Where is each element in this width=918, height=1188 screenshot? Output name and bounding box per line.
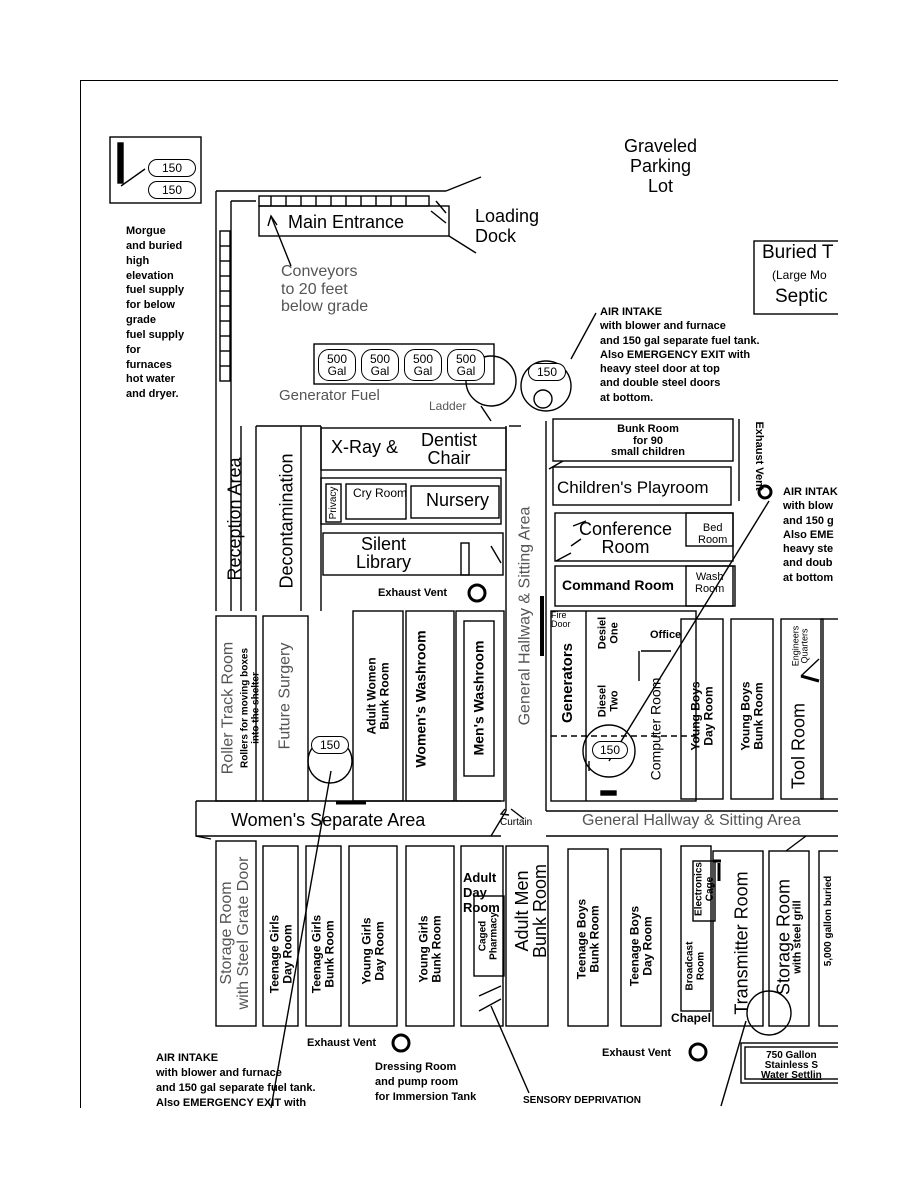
- generator-fuel-label: Generator Fuel: [279, 387, 380, 404]
- exhaust-vent-label-1: Exhaust Vent: [378, 587, 448, 599]
- general-hallway-vertical-label: General Hallway & Sitting Area: [516, 506, 534, 726]
- command-room-label: Command Room: [562, 577, 674, 593]
- reception-area-label: Reception Area: [224, 457, 245, 581]
- tool-room-label: Tool Room: [788, 702, 809, 790]
- floor-plan-walls: [109, 136, 838, 1108]
- generator-tank: 150: [592, 741, 628, 759]
- morgue-box: [109, 136, 202, 204]
- sensory-deprivation-label: SENSORY DEPRIVATION: [523, 1095, 641, 1106]
- morgue-door: [117, 142, 124, 184]
- ladder-label: Ladder: [429, 399, 467, 413]
- womens-separate-area-label: Women's Separate Area: [231, 810, 426, 830]
- cry-room-label: Cry Room: [353, 486, 408, 500]
- childrens-playroom-label: Children's Playroom: [557, 478, 709, 497]
- large-mo-label: (Large Mo: [772, 268, 827, 282]
- buried-label: Buried T: [762, 242, 834, 263]
- office-label: Office: [650, 629, 682, 641]
- generators-label: Generators: [559, 642, 577, 724]
- chapel-label: Chapel: [671, 1011, 712, 1025]
- privacy-label: Privacy: [327, 486, 339, 520]
- general-hallway-horizontal-label: General Hallway & Sitting Area: [582, 812, 801, 829]
- nursery-label: Nursery: [426, 490, 490, 510]
- future-surgery-tank: 150: [311, 736, 349, 754]
- exhaust-vent-label-right: Exhaust Vent: [752, 421, 765, 491]
- womens-washroom-label: Women's Washroom: [412, 630, 429, 768]
- septic-label: Septic: [775, 286, 828, 307]
- exhaust-vent-label-2: Exhaust Vent: [307, 1037, 377, 1049]
- curtain-label: Curtain: [500, 817, 533, 828]
- transmitter-room-label: Transmitter Room: [731, 871, 752, 1015]
- morgue-tank-1: 150: [148, 159, 196, 177]
- 5000-gallon-buried-label: 5,000 gallon buried: [822, 875, 834, 967]
- exhaust-vent-label-3: Exhaust Vent: [602, 1047, 672, 1059]
- xray-label: X-Ray &: [331, 437, 399, 457]
- mens-washroom-label: Men's Washroom: [470, 640, 487, 756]
- main-entrance-label: Main Entrance: [288, 212, 405, 232]
- roller-track-room-label: Roller Track Room: [219, 641, 237, 775]
- future-surgery-label: Future Surgery: [276, 642, 294, 750]
- morgue-tank-2: 150: [148, 181, 196, 199]
- computer-room-label: Computer Room: [647, 677, 664, 781]
- air-intake-tank-top: 150: [528, 363, 566, 381]
- decontamination-label: Decontamination: [276, 453, 297, 589]
